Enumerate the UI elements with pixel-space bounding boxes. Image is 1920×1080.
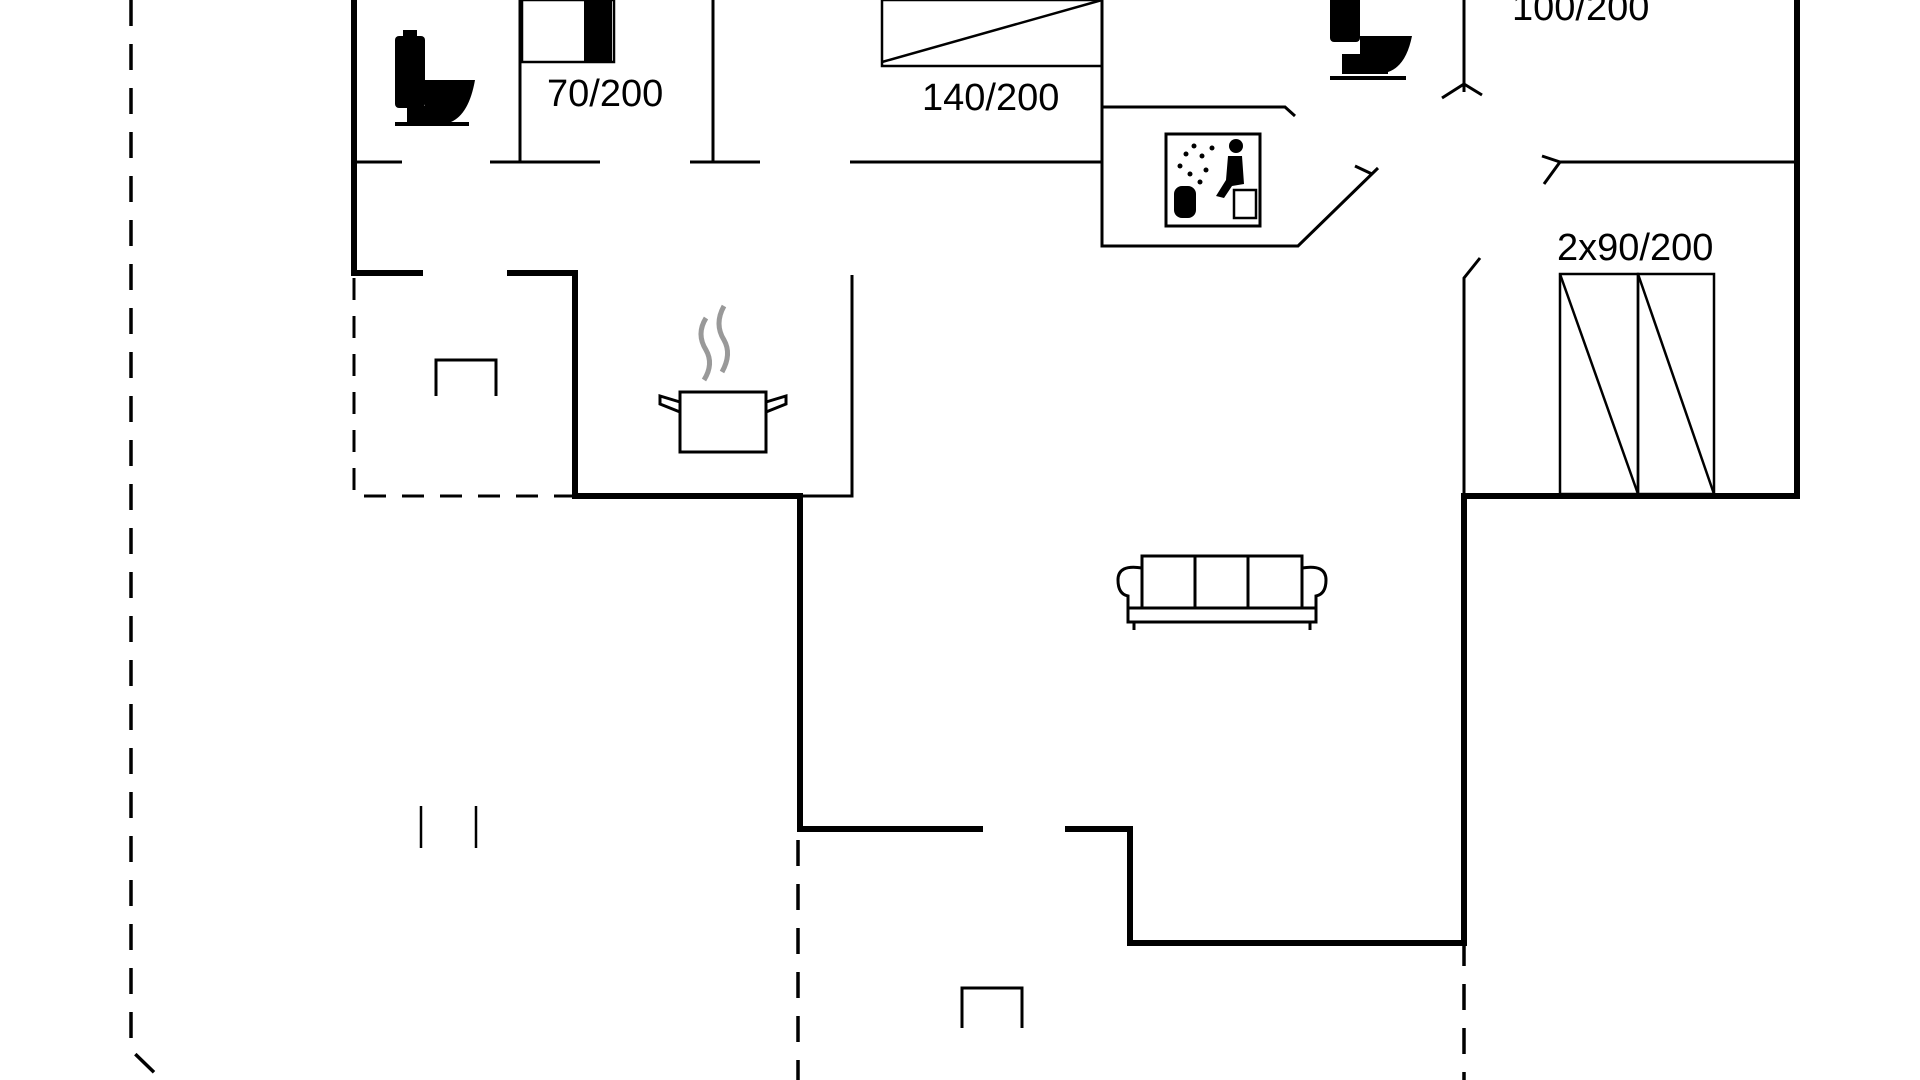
wall-bedroom-right-door [1541,154,1563,185]
wall-left-upper [351,0,423,276]
wall-sauna [1100,0,1380,248]
wall-kitchen-right [800,275,854,498]
toilet-icon [395,30,475,126]
bed-70-200 [520,0,616,64]
bed-label-2x90: 2x90/200 [1557,227,1713,269]
wall-sauna-top [1102,105,1297,118]
sofa-icon [1116,554,1328,630]
toilet-icon [1330,0,1412,80]
table-icon [960,986,1024,1028]
sauna-icon [1164,132,1262,228]
bed-2x90-200 [1558,272,1716,496]
terrace-outline-left [129,0,164,1080]
bed-140-200 [880,0,1104,68]
wall-kitchen-left [507,270,983,832]
bed-label-70: 70/200 [547,73,663,115]
bed-label-100: 100/200 [1512,0,1649,29]
wall-bedroom-right-side [1462,257,1482,496]
cooking-pot-icon [658,304,788,454]
bed-label-140: 140/200 [922,77,1059,119]
table-icon [434,358,498,396]
wall-bottom-right [1065,0,1800,946]
wall-hall-door-left [1441,82,1483,100]
wall-sauna-door [1354,164,1373,176]
annex-dashed-wall [352,278,575,498]
